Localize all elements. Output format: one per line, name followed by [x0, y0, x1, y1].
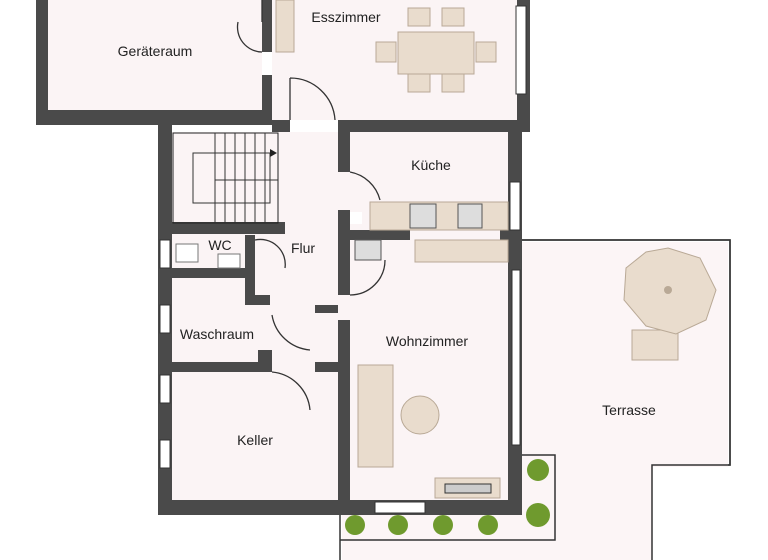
dining-table	[275, 0, 497, 93]
plant-bed-outline	[340, 454, 556, 541]
label-flur: Flur	[291, 240, 315, 256]
door-geraeteraum	[236, 0, 263, 53]
coffee-table	[400, 395, 440, 435]
label-terrasse: Terrasse	[602, 402, 656, 418]
label-geraeteraum: Geräteraum	[118, 43, 193, 59]
label-keller: Keller	[237, 432, 273, 448]
room-geraeteraum	[48, 0, 262, 110]
kitchen-counter	[369, 201, 509, 231]
parasol-set	[623, 247, 717, 361]
label-wohnzimmer: Wohnzimmer	[386, 333, 469, 349]
label-kueche: Küche	[411, 157, 451, 173]
window-wohnzimmer	[374, 501, 426, 514]
label-esszimmer: Esszimmer	[311, 9, 381, 25]
window-esszimmer	[515, 5, 527, 95]
label-waschraum: Waschraum	[180, 326, 254, 342]
label-wc: WC	[208, 237, 231, 253]
staircase	[172, 132, 279, 224]
door-esszimmer	[289, 77, 336, 121]
sofa	[357, 364, 394, 468]
plants	[345, 459, 550, 535]
